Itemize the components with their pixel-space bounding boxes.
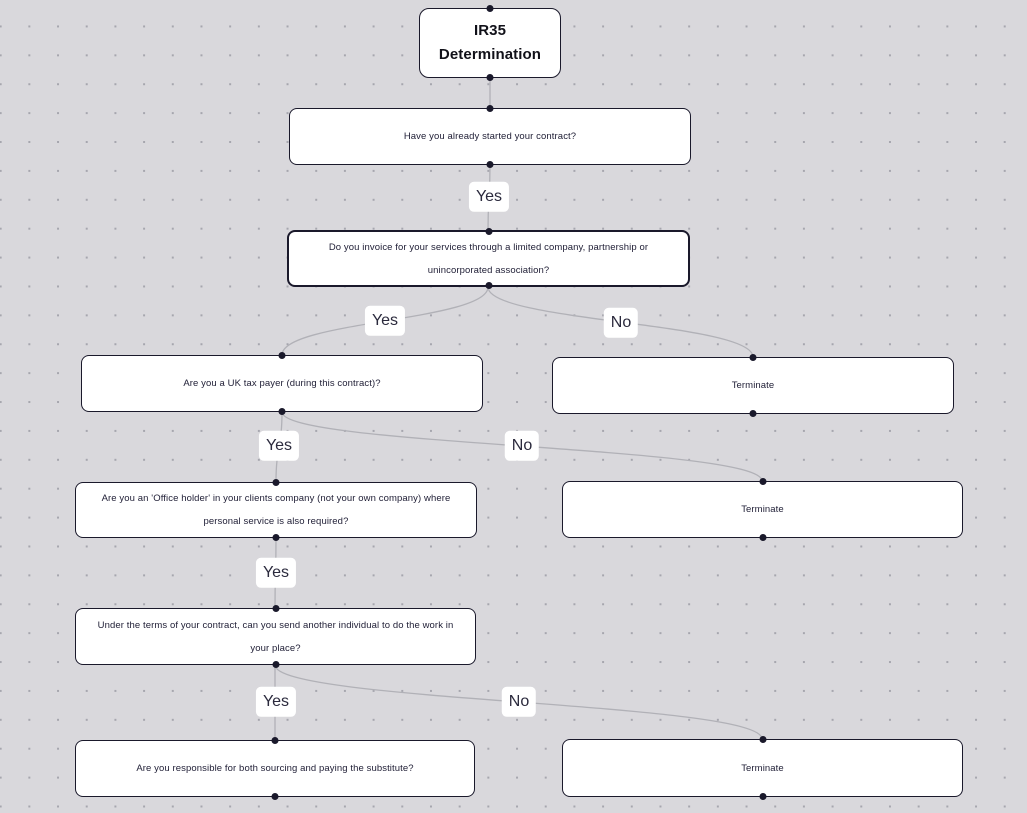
edge-label-office-yes[interactable]: Yes xyxy=(255,557,297,589)
edge-label-taxpayer-no[interactable]: No xyxy=(504,430,540,462)
node-terminate-1[interactable]: Terminate xyxy=(552,354,954,417)
handle-bottom[interactable] xyxy=(271,793,279,800)
node-label: Terminate xyxy=(741,762,784,774)
edge-label-invoice-no[interactable]: No xyxy=(603,307,639,339)
node-ir35-title[interactable]: IR35 Determination xyxy=(419,5,561,81)
handle-bottom[interactable] xyxy=(486,161,494,168)
edge-label-started-yes[interactable]: Yes xyxy=(468,181,510,213)
handle-top[interactable] xyxy=(759,478,766,485)
node-q-uk-taxpayer[interactable]: Are you a UK tax payer (during this cont… xyxy=(81,352,483,415)
node-q-office-holder[interactable]: Are you an 'Office holder' in your clien… xyxy=(75,479,477,541)
handle-bottom[interactable] xyxy=(278,408,286,415)
node-label: Terminate xyxy=(741,504,784,515)
node-label: Are you an 'Office holder' in your clien… xyxy=(101,493,451,527)
edge-label-taxpayer-yes[interactable]: Yes xyxy=(258,430,300,462)
handle-bottom[interactable] xyxy=(486,74,494,81)
node-label: Do you invoice for your services through… xyxy=(328,241,649,276)
handle-top[interactable] xyxy=(486,105,494,112)
handle-top[interactable] xyxy=(485,228,492,235)
node-terminate-3[interactable]: Terminate xyxy=(562,736,963,800)
node-label: Are you a UK tax payer (during this cont… xyxy=(183,378,381,389)
node-label: IR35 Determination xyxy=(438,22,542,63)
handle-bottom[interactable] xyxy=(272,661,279,668)
node-q-contract-started[interactable]: Have you already started your contract? xyxy=(289,105,691,168)
handle-bottom[interactable] xyxy=(272,534,280,541)
node-label: Under the terms of your contract, can yo… xyxy=(97,619,454,654)
handle-top[interactable] xyxy=(749,354,757,361)
handle-bottom[interactable] xyxy=(759,793,766,800)
node-q-invoice-company[interactable]: Do you invoice for your services through… xyxy=(287,228,690,289)
handle-bottom[interactable] xyxy=(485,282,492,289)
handle-bottom[interactable] xyxy=(749,410,757,417)
node-label: Have you already started your contract? xyxy=(403,131,577,142)
edge-label-substitute-yes[interactable]: Yes xyxy=(255,686,297,718)
edge-label-invoice-yes[interactable]: Yes xyxy=(364,305,406,337)
node-label: Terminate xyxy=(731,380,775,391)
node-terminate-2[interactable]: Terminate xyxy=(562,478,963,541)
node-q-sourcing-paying[interactable]: Are you responsible for both sourcing an… xyxy=(75,737,475,800)
handle-top[interactable] xyxy=(272,479,280,486)
handle-top[interactable] xyxy=(271,737,279,744)
handle-top[interactable] xyxy=(272,605,279,612)
handle-top[interactable] xyxy=(278,352,286,359)
handle-top[interactable] xyxy=(486,5,494,12)
node-label: Are you responsible for both sourcing an… xyxy=(136,763,414,774)
handle-bottom[interactable] xyxy=(759,534,766,541)
node-q-send-substitute[interactable]: Under the terms of your contract, can yo… xyxy=(75,605,476,668)
edge-label-substitute-no[interactable]: No xyxy=(501,686,537,718)
handle-top[interactable] xyxy=(759,736,766,743)
